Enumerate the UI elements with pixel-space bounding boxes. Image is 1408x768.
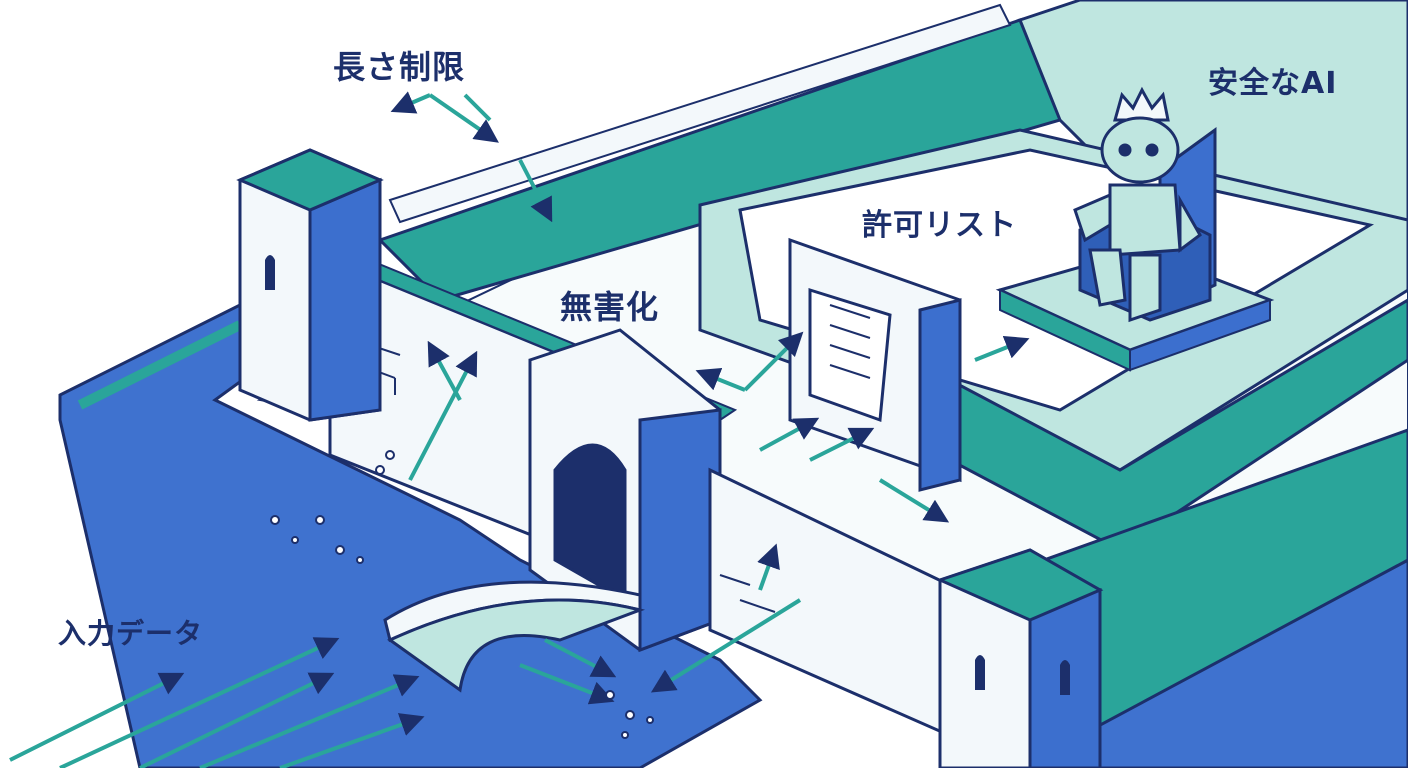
drawbridge-icon bbox=[383, 580, 646, 693]
castle-gate-icon bbox=[528, 328, 722, 653]
allowlist-scroll-icon bbox=[788, 237, 962, 492]
length-limit-label: 長さ制限 bbox=[333, 48, 466, 86]
debris bbox=[270, 450, 654, 739]
allowlist-label: 許可リスト bbox=[862, 208, 1017, 243]
sanitize-label: 無害化 bbox=[560, 288, 660, 326]
input-data-label: 入力データ bbox=[58, 617, 204, 650]
flow-arrows bbox=[9, 91, 1030, 768]
safe-ai-label: 安全なAI bbox=[1208, 66, 1338, 101]
left-tower bbox=[236, 148, 384, 422]
right-tower bbox=[935, 548, 1104, 768]
crowned-robot-icon bbox=[1073, 86, 1202, 323]
